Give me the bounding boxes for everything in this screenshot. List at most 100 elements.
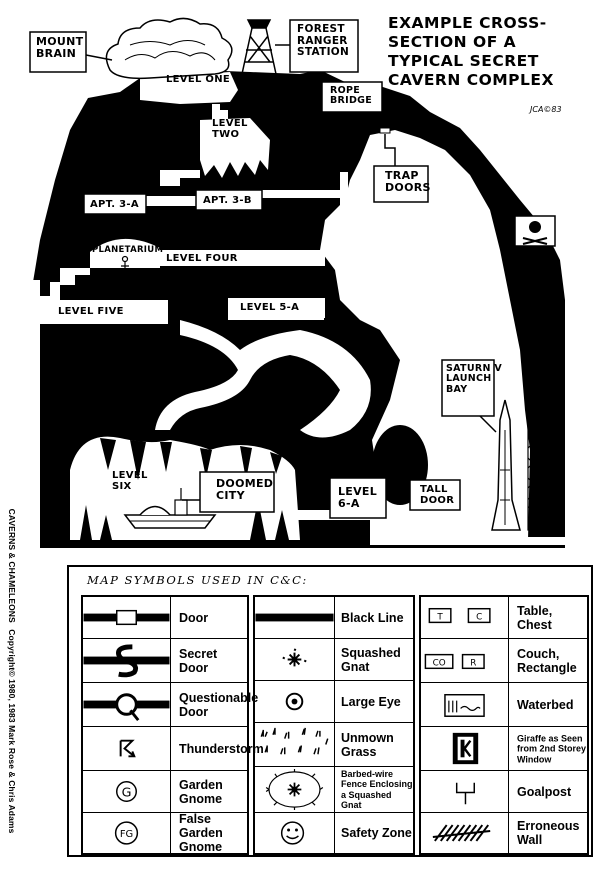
- squashed-gnat-symbol: [255, 639, 335, 680]
- barbed-wire-symbol: [255, 767, 335, 812]
- legend-row-safety-zone: Safety Zone: [255, 813, 413, 853]
- label-level-one: LEVEL ONE: [166, 74, 231, 85]
- legend-row-secret-door: Secret Door: [83, 639, 247, 683]
- skull-crossbones-icon: [514, 215, 556, 247]
- label-level-five: LEVEL FIVE: [58, 306, 124, 317]
- garden-gnome-symbol: G: [83, 771, 171, 812]
- legend-row-questionable-door: Questionable Door: [83, 683, 258, 727]
- black-line-symbol: [255, 597, 335, 638]
- rope-bridge: [372, 122, 430, 128]
- legend-label: False Garden Gnome: [179, 812, 223, 854]
- label-level-four: LEVEL FOUR: [166, 253, 238, 264]
- legend-label: Goalpost: [517, 784, 572, 799]
- legend-row-false-garden-gnome: FG False Garden Gnome: [83, 812, 247, 854]
- legend-label: Waterbed: [517, 697, 574, 712]
- label-planetarium: PLANETARIUM: [92, 245, 164, 255]
- cavern-cross-section: [29, 17, 565, 550]
- ranger-tower: [241, 19, 277, 75]
- goalpost-symbol: [421, 771, 509, 812]
- false-gnome-glyph: FG: [120, 829, 133, 840]
- legend-label: Squashed Gnat: [341, 645, 401, 674]
- legend-label: Garden Gnome: [179, 777, 223, 806]
- legend-label: Thunderstorm: [179, 741, 264, 756]
- title-line: EXAMPLE CROSS-: [388, 14, 547, 32]
- label-level-5a: LEVEL 5-A: [240, 302, 300, 313]
- legend-label: Barbed-wire Fence Enclosing a Squashed G…: [341, 768, 413, 811]
- large-eye-symbol: [255, 681, 335, 722]
- legend-column: Door Secret Door Questionable Door Thund…: [81, 595, 264, 855]
- title-line: TYPICAL SECRET: [388, 52, 539, 70]
- label-apt-3b: APT. 3-B: [203, 195, 252, 206]
- legend-label: Large Eye: [341, 694, 401, 709]
- legend-row-squashed-gnat: Squashed Gnat: [255, 639, 413, 681]
- legend-row-unmown-grass: Unmown Grass: [255, 723, 413, 767]
- title-line: CAVERN COMPLEX: [388, 71, 554, 89]
- legend-row-erroneous-wall: Erroneous Wall: [421, 813, 587, 853]
- couch-rectangle-symbol: CO R: [421, 639, 509, 682]
- legend-column: Black Line Squashed Gnat Large Eye Unmow…: [253, 595, 415, 855]
- saturn-v-rocket: [491, 399, 521, 531]
- legend-label: Erroneous Wall: [517, 819, 580, 847]
- thunderstorm-symbol: [83, 727, 171, 770]
- secret-door-symbol: [83, 639, 171, 682]
- unmown-grass-symbol: [255, 723, 335, 766]
- legend-label: Unmown Grass: [341, 730, 394, 759]
- legend-label: Questionable Door: [179, 690, 259, 719]
- false-garden-gnome-symbol: FG: [83, 813, 171, 853]
- launch-tower: [527, 407, 539, 531]
- legend-row-waterbed: Waterbed: [421, 683, 587, 727]
- safety-zone-symbol: [255, 813, 335, 853]
- legend-row-thunderstorm: Thunderstorm: [83, 727, 264, 771]
- legend-label: Couch, Rectangle: [517, 646, 577, 675]
- chest-glyph: C: [476, 612, 482, 622]
- legend-row-barbed-wire: Barbed-wire Fence Enclosing a Squashed G…: [255, 767, 413, 813]
- legend-label: Secret Door: [179, 646, 218, 675]
- questionable-door-symbol: [83, 683, 171, 726]
- couch-glyph: CO: [433, 658, 446, 668]
- legend-label: Door: [179, 610, 209, 625]
- gnome-glyph: G: [122, 784, 132, 799]
- rectangle-glyph: R: [470, 658, 476, 668]
- legend-label: Black Line: [341, 610, 404, 625]
- copyright-text: Copyright© 1980, 1983 Mark Rose & Chris …: [7, 629, 17, 834]
- legend-row-goalpost: Goalpost: [421, 771, 587, 813]
- erroneous-wall-symbol: [421, 813, 509, 853]
- door-symbol: [83, 597, 171, 638]
- legend-row-large-eye: Large Eye: [255, 681, 413, 723]
- legend-row-couch-rectangle: CO R Couch, Rectangle: [421, 639, 587, 683]
- giraffe-symbol: [421, 727, 509, 770]
- legend-row-giraffe: Giraffe as Seen from 2nd Storey Window: [421, 727, 587, 771]
- waterbed-symbol: [421, 683, 509, 726]
- legend-label: Table, Chest: [517, 603, 553, 632]
- page-title: EXAMPLE CROSS- SECTION OF A TYPICAL SECR…: [388, 14, 588, 90]
- legend-row-black-line: Black Line: [255, 597, 413, 639]
- legend-row-garden-gnome: G Garden Gnome: [83, 771, 247, 813]
- title-line: SECTION OF A: [388, 33, 517, 51]
- doomed-city-ship: [123, 488, 217, 529]
- legend-row-door: Door: [83, 597, 247, 639]
- table-glyph: T: [436, 612, 443, 622]
- map-symbols-legend: MAP SYMBOLS USED IN C&C: Door Secret Doo…: [67, 565, 593, 857]
- legend-label: Safety Zone: [341, 826, 412, 840]
- copyright-product: CAVERNS & CHAMELEONS: [7, 508, 17, 623]
- label-apt-3a: APT. 3-A: [90, 199, 139, 210]
- legend-title: MAP SYMBOLS USED IN C&C:: [87, 573, 308, 587]
- copyright-notice: CAVERNS & CHAMELEONS Copyright© 1980, 19…: [7, 473, 17, 873]
- artist-signature: JCA©83: [530, 105, 562, 114]
- mount-brain-cloud: [105, 17, 233, 80]
- legend-label: Giraffe as Seen from 2nd Storey Window: [517, 732, 587, 764]
- main-cavern: [320, 130, 530, 540]
